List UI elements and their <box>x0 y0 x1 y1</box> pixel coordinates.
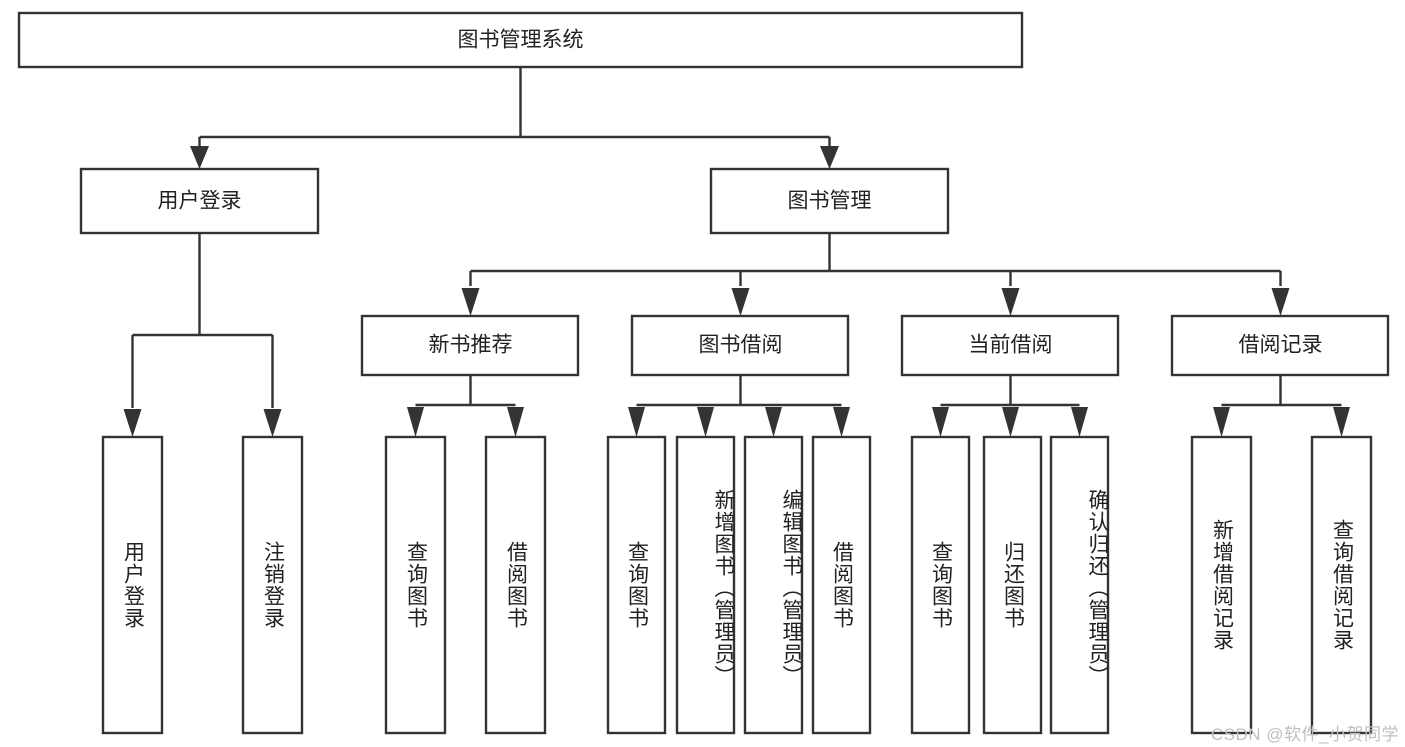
leaf-box-query-book-recommend[interactable] <box>384 435 447 735</box>
arrow-head-newbook-borrow <box>507 407 524 437</box>
node-root[interactable]: 图书管理系统 <box>17 11 1024 69</box>
leaf-box-borrow-book[interactable] <box>811 435 872 735</box>
arrow-head-user-login <box>190 146 209 169</box>
node-user-login-box[interactable] <box>79 167 320 235</box>
arrow-head-bookborrow-borrow <box>833 407 850 437</box>
node-book-borrow-box[interactable] <box>630 314 850 377</box>
node-book-management[interactable]: 图书管理 <box>709 167 950 235</box>
node-root-label: 图书管理系统 <box>458 29 584 52</box>
leaf-box-user-login[interactable] <box>101 435 164 735</box>
leaf-box-query-borrow-record[interactable] <box>1310 435 1373 735</box>
node-root-box[interactable] <box>17 11 1024 69</box>
arrow-head-leaf-user-login <box>123 409 142 437</box>
arrow-head-currentborrow-return <box>1002 407 1019 437</box>
node-user-login[interactable]: 用户登录 <box>79 167 320 235</box>
leaf-box-query-book-current[interactable] <box>910 435 971 735</box>
leaf-box-return-book[interactable] <box>982 435 1043 735</box>
arrow-head-borrow-record <box>1271 288 1290 316</box>
leaf-box-add-book-admin[interactable] <box>675 435 736 735</box>
node-current-borrow-box[interactable] <box>900 314 1120 377</box>
arrow-head-leaf-logout <box>263 409 282 437</box>
node-book-management-box[interactable] <box>709 167 950 235</box>
connector-group-borrowrecord-to-leaves <box>1213 375 1350 437</box>
arrow-head-borrow <box>731 288 750 316</box>
arrow-head-book-mgmt <box>820 146 839 169</box>
node-book-borrow-label: 图书借阅 <box>699 334 783 357</box>
arrow-head-bookborrow-query <box>628 407 645 437</box>
arrow-head-bookborrow-add <box>697 407 714 437</box>
connector-group-root-to-level2 <box>190 67 839 169</box>
leaf-box-confirm-return-admin[interactable] <box>1049 435 1110 735</box>
connector-group-bookmgmt-to-level3 <box>461 233 1290 316</box>
arrow-head-bookborrow-edit <box>765 407 782 437</box>
arrow-head-newbook-query <box>407 407 424 437</box>
node-borrow-record-label: 借阅记录 <box>1239 334 1323 357</box>
arrow-head-currentborrow-query <box>932 407 949 437</box>
arrow-head-new-book <box>461 288 480 316</box>
leaf-box-borrow-book-recommend[interactable] <box>484 435 547 735</box>
node-new-book-recommend-box[interactable] <box>360 314 580 377</box>
node-book-borrow[interactable]: 图书借阅 <box>630 314 850 377</box>
node-new-book-recommend-label: 新书推荐 <box>429 334 513 357</box>
connector-group-currentborrow-to-leaves <box>932 375 1088 437</box>
arrow-head-borrowrecord-add <box>1213 407 1230 437</box>
connector-group-bookborrow-to-leaves <box>628 375 850 437</box>
node-new-book-recommend[interactable]: 新书推荐 <box>360 314 580 377</box>
leaf-box-edit-book-admin[interactable] <box>743 435 804 735</box>
leaf-box-logout[interactable] <box>241 435 304 735</box>
csdn-watermark: CSDN @软件_小贺同学 <box>1210 725 1399 744</box>
arrow-head-current-borrow <box>1001 288 1020 316</box>
node-current-borrow[interactable]: 当前借阅 <box>900 314 1120 377</box>
connector-group-userlogin-to-leaves <box>123 233 282 437</box>
arrow-head-borrowrecord-query <box>1333 407 1350 437</box>
node-borrow-record-box[interactable] <box>1170 314 1390 377</box>
node-book-management-label: 图书管理 <box>788 190 872 213</box>
node-current-borrow-label: 当前借阅 <box>969 334 1053 357</box>
leaf-box-add-borrow-record[interactable] <box>1190 435 1253 735</box>
connector-group-newbook-to-leaves <box>407 375 524 437</box>
leaf-box-query-book-borrow[interactable] <box>606 435 667 735</box>
node-user-login-label: 用户登录 <box>158 190 242 213</box>
arrow-head-currentborrow-confirm <box>1071 407 1088 437</box>
node-borrow-record[interactable]: 借阅记录 <box>1170 314 1390 377</box>
